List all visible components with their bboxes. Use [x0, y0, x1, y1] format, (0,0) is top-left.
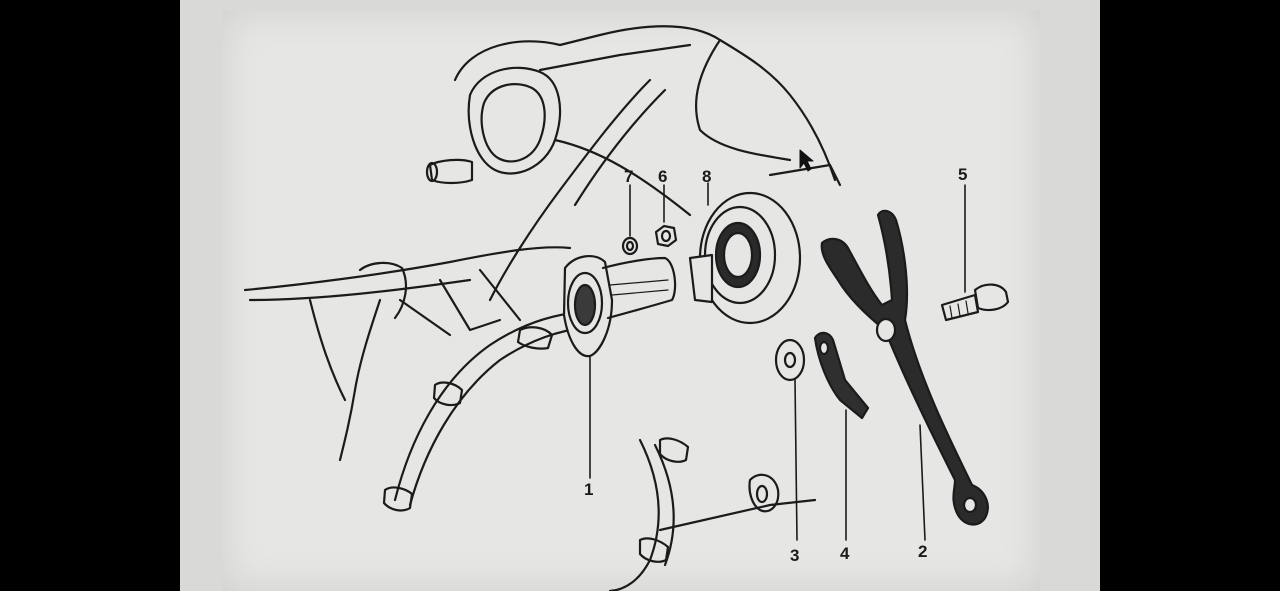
callout-label-8: 8	[702, 167, 711, 186]
callout-label-3: 3	[790, 546, 799, 565]
callout-label-6: 6	[658, 167, 667, 186]
part-4-spring-plate	[813, 331, 870, 541]
callout-label-7: 7	[624, 167, 633, 186]
part-5-ball-stud	[940, 184, 1010, 322]
callout-label-1: 1	[584, 480, 593, 499]
part-3-washer	[774, 338, 806, 541]
part-6-nut	[654, 184, 678, 248]
callout-label-4: 4	[840, 544, 850, 563]
part-8-release-bearing	[688, 182, 802, 325]
clutch-housing-flange	[382, 310, 817, 591]
callout-label-2: 2	[918, 542, 927, 561]
part-2-release-fork	[820, 209, 989, 541]
mouse-cursor-icon	[799, 149, 814, 172]
part-1-guide-sleeve	[562, 254, 677, 479]
transmission-housing	[243, 25, 842, 462]
part-7-washer	[621, 184, 639, 256]
callout-label-5: 5	[958, 165, 967, 184]
